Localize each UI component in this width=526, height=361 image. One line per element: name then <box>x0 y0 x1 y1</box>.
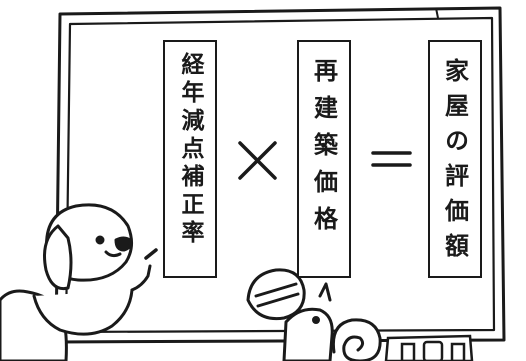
result-card-house-valuation: 家屋の評価額 <box>428 40 482 278</box>
tray-slot-1 <box>400 342 416 361</box>
result-label-house-valuation: 家屋の評価額 <box>440 58 469 268</box>
term-card-reconstruction-price: 再建築価格 <box>297 40 351 278</box>
term-label-depreciation-rate: 経年減点補正率 <box>177 52 203 248</box>
term-card-depreciation-rate: 経年減点補正率 <box>163 40 217 278</box>
dog-character <box>0 203 158 361</box>
frame-tick <box>435 7 439 19</box>
tray-slot-2 <box>422 340 444 361</box>
squirrel-character <box>246 268 382 361</box>
tray-slot-3 <box>450 342 466 361</box>
term-label-reconstruction-price: 再建築価格 <box>309 58 338 243</box>
whiteboard-tray <box>384 334 474 361</box>
multiply-symbol <box>238 141 277 180</box>
equals-symbol <box>371 151 412 167</box>
